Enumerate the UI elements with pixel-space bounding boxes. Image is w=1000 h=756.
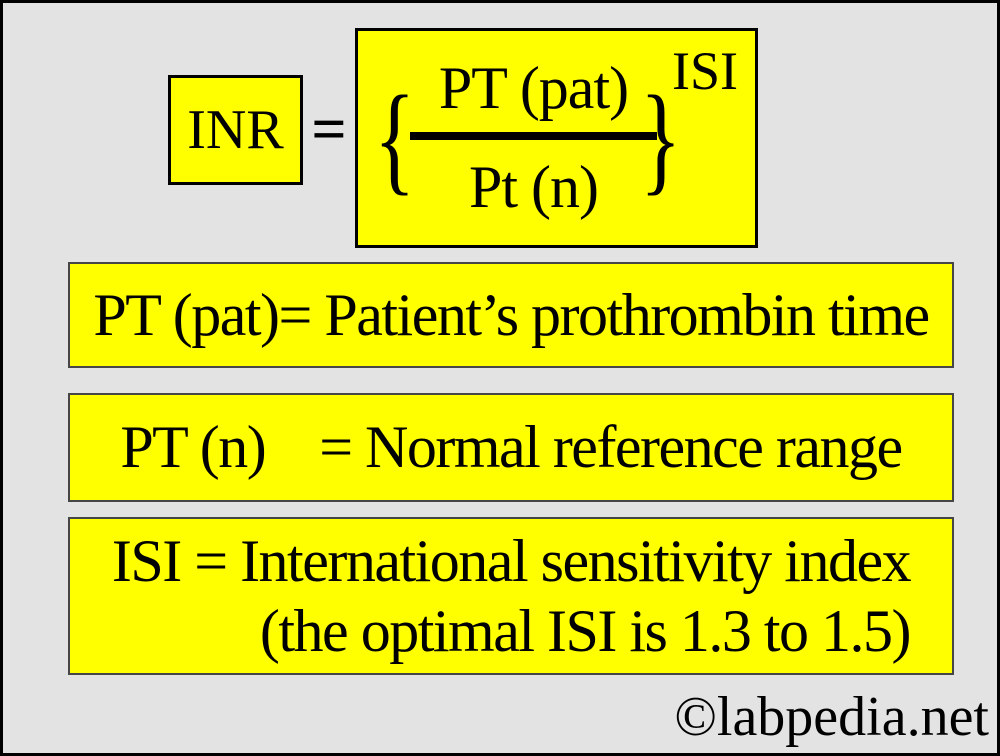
definition-isi-line1: ISI = International sensitivity index: [111, 528, 912, 594]
watermark-labpedia: ©labpedia.net: [674, 686, 989, 748]
definition-pt-pat-text: PT (pat)= Patient’s prothrombin time: [93, 281, 930, 348]
inr-label: INR: [187, 99, 284, 161]
isi-exponent: ISI: [672, 41, 738, 101]
inr-box: INR: [168, 75, 303, 185]
equals-sign: =: [305, 75, 353, 185]
equals-glyph: =: [311, 95, 347, 164]
close-brace: }: [640, 69, 682, 207]
fraction: PT (pat) Pt (n): [410, 31, 657, 245]
fraction-bar: [410, 132, 657, 140]
definition-pt-pat: PT (pat)= Patient’s prothrombin time: [68, 262, 954, 368]
fraction-box: { PT (pat) Pt (n) } ISI: [355, 28, 758, 248]
definition-isi: ISI = International sensitivity index (t…: [68, 517, 954, 675]
definition-pt-n-text: PT (n) = Normal reference range: [120, 414, 903, 480]
definition-pt-n: PT (n) = Normal reference range: [68, 393, 954, 502]
open-brace: {: [374, 69, 416, 207]
fraction-denominator: Pt (n): [469, 154, 599, 220]
definition-isi-line2: (the optimal ISI is 1.3 to 1.5): [259, 598, 912, 664]
fraction-numerator: PT (pat): [438, 55, 629, 121]
